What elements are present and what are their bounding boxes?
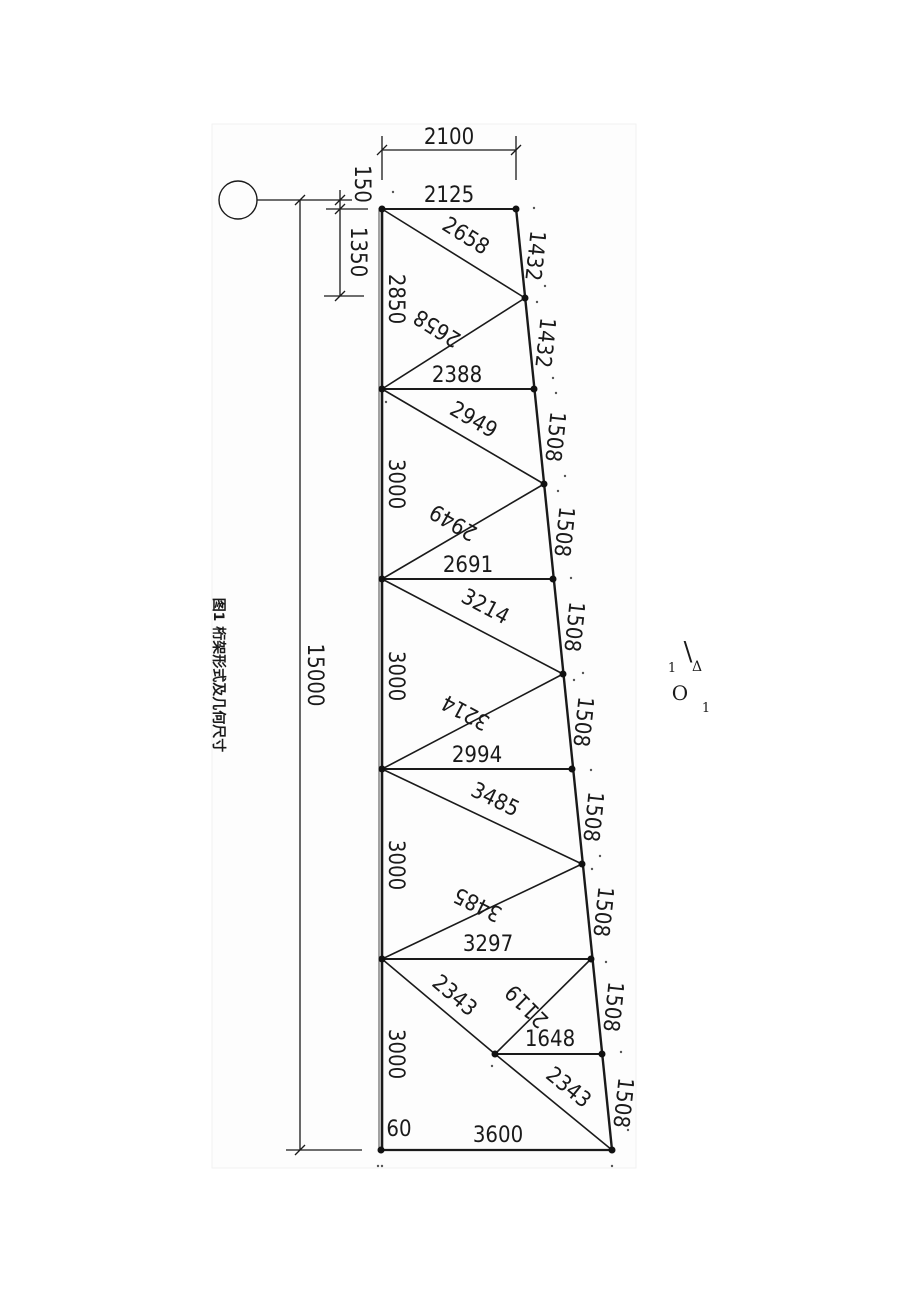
side-mark: \ Δ 1 1 O xyxy=(668,637,710,716)
dim-total-height: 15000 xyxy=(302,644,327,707)
figure-caption: 图1 桁架形式及几何尺寸 xyxy=(210,598,227,753)
side-mark-triangle: Δ xyxy=(692,659,702,675)
joint xyxy=(378,385,386,393)
dim-top-offset: 150 xyxy=(349,165,374,203)
diagonal-3214-b xyxy=(381,673,564,770)
diagonal-2343-b xyxy=(494,1053,613,1151)
dim-left-segment: 3000 xyxy=(383,459,408,509)
dim-right-segment: 1508 xyxy=(597,980,627,1033)
dim-horizontal: 3297 xyxy=(463,932,513,957)
joint xyxy=(378,575,386,583)
joint xyxy=(578,860,586,868)
joint xyxy=(521,294,529,302)
side-mark-one: 1 xyxy=(668,661,676,676)
dim-first-panel-height: 1350 xyxy=(345,227,370,277)
dim-horizontal: 2691 xyxy=(443,553,493,578)
dim-left-segment: 2850 xyxy=(383,274,408,324)
joint xyxy=(378,955,386,963)
side-mark-one: 1 xyxy=(702,701,710,716)
diagonal-2343-a xyxy=(381,958,496,1055)
side-mark-slash: \ xyxy=(684,637,693,667)
dim-horizontal: 2994 xyxy=(452,743,502,768)
dim-right-segment: 1508 xyxy=(548,505,578,558)
joint xyxy=(378,205,386,213)
dim-right-segment: 1508 xyxy=(558,600,588,653)
dim-left-segment: 3000 xyxy=(383,1029,408,1079)
joint xyxy=(598,1050,606,1058)
truss-members xyxy=(378,207,614,1152)
joint xyxy=(378,765,386,773)
dim-horizontal: 2388 xyxy=(432,363,482,388)
joint xyxy=(530,385,538,393)
diagonal-2949-a xyxy=(381,388,545,485)
scan-dots xyxy=(376,190,630,1168)
joint xyxy=(512,205,520,213)
joint xyxy=(559,670,567,678)
diagonal-2949-b xyxy=(381,483,545,580)
dim-left-segment: 3000 xyxy=(383,651,408,701)
dim-right-segment: 1508 xyxy=(587,885,617,938)
dim-right-segment: 1432 xyxy=(519,229,549,282)
dim-bottom-width: 3600 xyxy=(473,1123,523,1148)
dim-left-segment: 3000 xyxy=(383,840,408,890)
diagonal-2119 xyxy=(494,958,592,1055)
dim-right-segment: 1508 xyxy=(577,790,607,843)
joint xyxy=(540,480,548,488)
joint xyxy=(587,955,595,963)
dimension-lines xyxy=(218,136,522,1156)
diagonal-2658-b xyxy=(381,297,526,390)
dim-top-chord: 2125 xyxy=(424,183,474,208)
joint xyxy=(377,1146,385,1154)
dim-horizontal: 1648 xyxy=(525,1027,575,1052)
dim-right-segment: 1508 xyxy=(539,410,569,463)
dim-top-width: 2100 xyxy=(424,125,474,150)
diagonal-3485-a xyxy=(381,768,583,865)
joint xyxy=(549,575,557,583)
diagonal-3485-b xyxy=(381,863,583,960)
dim-right-segment: 1508 xyxy=(567,695,597,748)
diagonal-2658-a xyxy=(381,208,526,299)
joint xyxy=(568,765,576,773)
dim-right-segment: 1508 xyxy=(607,1076,637,1129)
joint xyxy=(608,1146,616,1154)
diagonal-3214-a xyxy=(381,578,564,675)
side-mark-zero: O xyxy=(672,681,688,705)
dim-bottom-offset: 60 xyxy=(386,1117,411,1142)
dim-right-segment: 1432 xyxy=(529,316,559,369)
joint xyxy=(491,1050,499,1058)
right-chord xyxy=(514,207,614,1151)
truss-joints xyxy=(377,205,616,1154)
